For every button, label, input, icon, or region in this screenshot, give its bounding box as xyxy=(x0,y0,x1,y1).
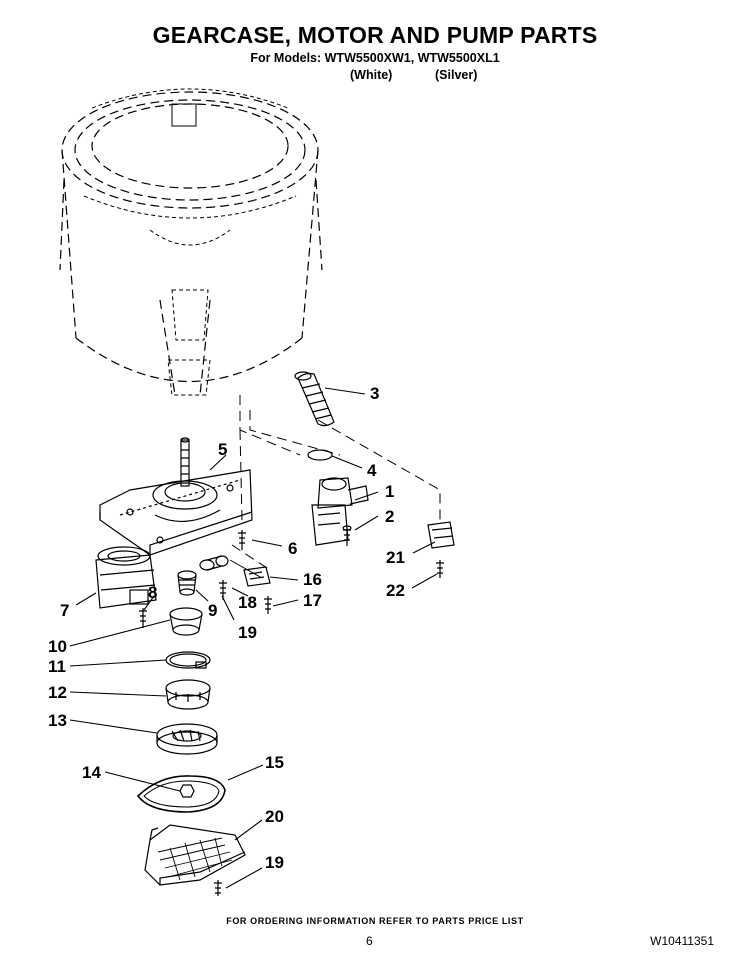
screw-22-part xyxy=(436,560,444,578)
callout-4: 4 xyxy=(367,461,377,480)
callout-19-lower: 19 xyxy=(265,853,284,872)
tub-details xyxy=(83,88,297,396)
callout-6: 6 xyxy=(288,539,297,558)
callout-9: 9 xyxy=(208,601,217,620)
ordering-note: FOR ORDERING INFORMATION REFER TO PARTS … xyxy=(226,916,524,926)
callout-17: 17 xyxy=(303,591,322,610)
cover-20-part xyxy=(144,824,246,886)
nut-14-part xyxy=(179,784,195,798)
callout-10: 10 xyxy=(48,637,67,656)
callout-14: 14 xyxy=(82,763,101,782)
callout-18: 18 xyxy=(238,593,257,612)
drain-hose-part xyxy=(294,371,335,427)
page-number: 6 xyxy=(366,934,373,948)
outer-tub xyxy=(59,91,323,396)
callout-5: 5 xyxy=(218,440,227,459)
callout-3: 3 xyxy=(370,384,379,403)
callout-20: 20 xyxy=(265,807,284,826)
gearcase-plate-part xyxy=(99,469,253,556)
drive-shaft-part xyxy=(180,437,190,487)
callout-12: 12 xyxy=(48,683,67,702)
variant-silver: (Silver) xyxy=(435,68,478,82)
capacitor-18-part xyxy=(199,555,229,571)
callout-7: 7 xyxy=(60,601,69,620)
callout-13: 13 xyxy=(48,711,67,730)
models-line: For Models: WTW5500XW1, WTW5500XL1 xyxy=(250,51,500,65)
callout-labels: 1 2 3 4 5 6 7 8 9 10 11 12 13 14 15 16 1… xyxy=(48,384,405,872)
screw-6-part xyxy=(238,530,246,550)
belt-15-part xyxy=(136,775,226,813)
callout-2: 2 xyxy=(385,507,394,526)
page-title: GEARCASE, MOTOR AND PUMP PARTS xyxy=(152,22,598,48)
bracket-21-part xyxy=(427,521,455,549)
screw-17-part xyxy=(264,596,272,614)
motor-part xyxy=(95,546,157,609)
screw-19-lower-part xyxy=(214,880,222,896)
callout-11: 11 xyxy=(48,657,66,676)
pump-part xyxy=(311,477,369,546)
callout-22: 22 xyxy=(386,581,405,600)
document-id: W10411351 xyxy=(650,934,714,948)
pulley-13-part xyxy=(156,723,218,755)
clutch-12-part xyxy=(165,679,211,710)
cup-10-part xyxy=(169,607,203,636)
variant-white: (White) xyxy=(350,68,393,82)
screw-2-part xyxy=(342,525,352,546)
coupler-9-part xyxy=(177,570,197,596)
screw-8-part xyxy=(139,608,147,628)
callout-19-upper: 19 xyxy=(238,623,257,642)
callout-1: 1 xyxy=(385,482,394,501)
callout-16: 16 xyxy=(303,570,322,589)
ring-11-part xyxy=(165,651,211,669)
screw-19-upper-part xyxy=(219,580,227,600)
hose-clamp-part xyxy=(307,449,333,461)
callout-15: 15 xyxy=(265,753,284,772)
callout-8: 8 xyxy=(148,583,157,602)
callout-21: 21 xyxy=(386,548,405,567)
